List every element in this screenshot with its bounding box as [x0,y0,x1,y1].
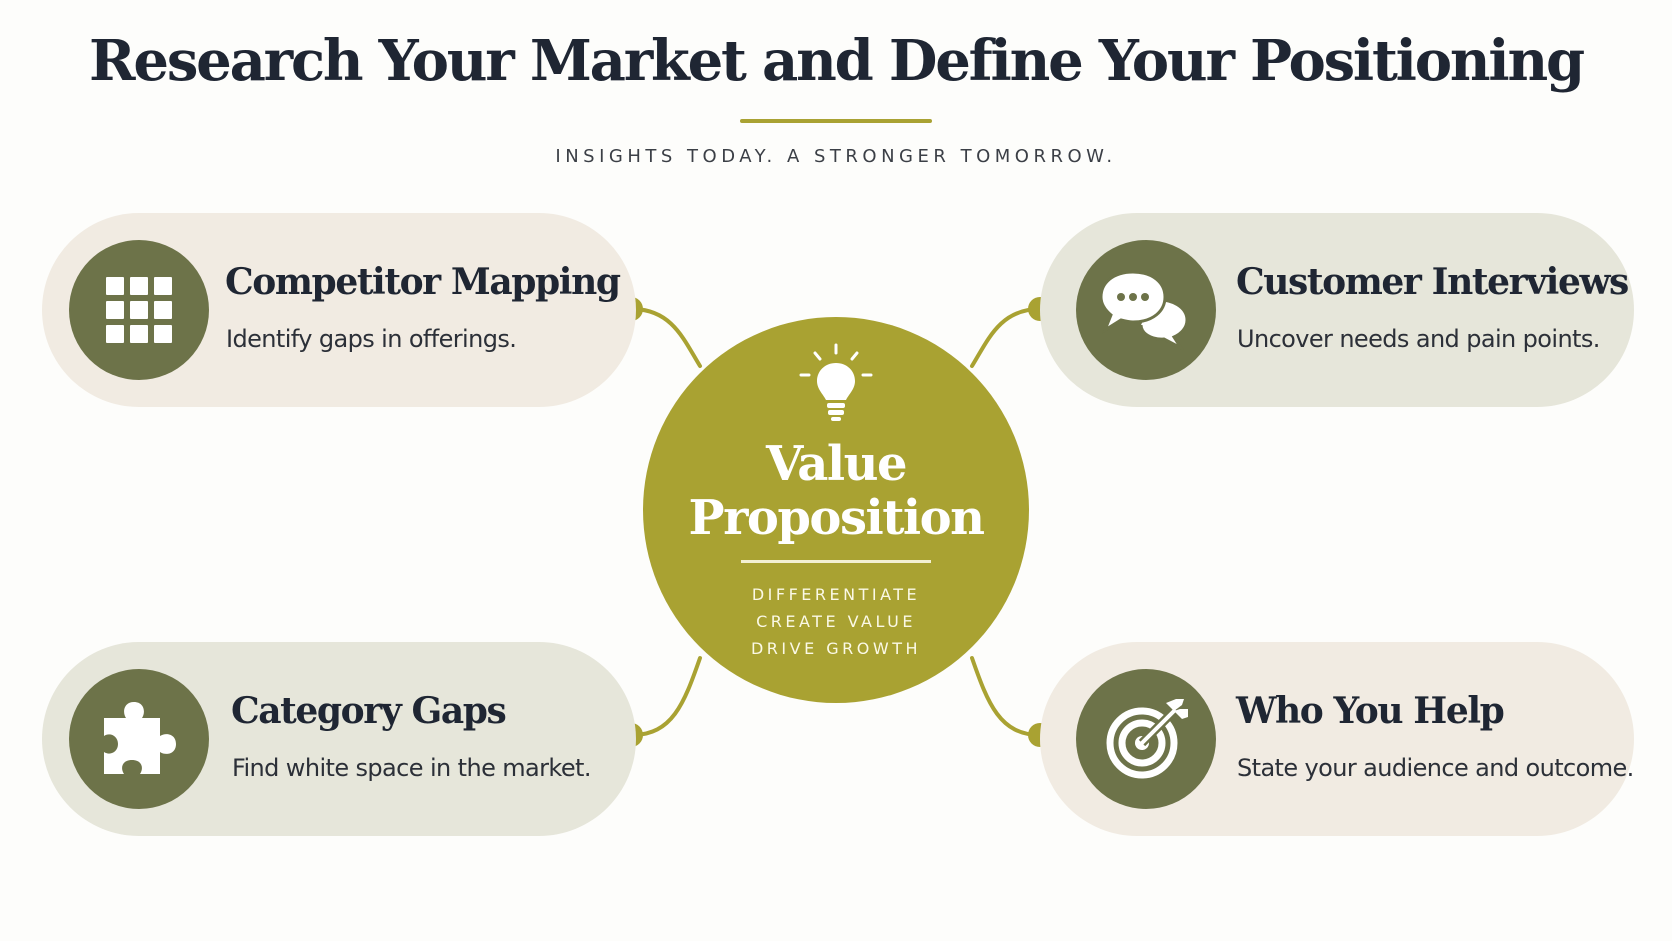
hub-tag: DRIVE GROWTH [750,639,922,658]
hub-tags: DIFFERENTIATE CREATE VALUE DRIVE GROWTH [643,581,1029,662]
card-competitor-mapping: Competitor Mapping Identify gaps in offe… [42,213,636,407]
connector-top-right [970,307,1042,368]
hub-divider [741,560,931,563]
hub-title-line1: Value [765,436,908,492]
hub-title-line2: Proposition [688,490,985,546]
connector-bottom-right [970,656,1042,737]
card-heading: Competitor Mapping [225,261,621,303]
title-underline [740,119,932,123]
card-description: Identify gaps in offerings. [226,325,517,353]
value-proposition-hub: Value Proposition DIFFERENTIATE CREATE V… [643,317,1029,703]
connector-bottom-left [630,656,702,737]
card-description: State your audience and outcome. [1237,754,1634,782]
target-icon [1076,669,1216,809]
hub-title: Value Proposition [643,437,1029,545]
grid-icon [69,240,209,380]
card-customer-interviews: Customer Interviews Uncover needs and pa… [1040,213,1634,407]
card-description: Uncover needs and pain points. [1237,325,1600,353]
card-heading: Category Gaps [231,690,507,732]
hub-tag: CREATE VALUE [756,612,916,631]
card-who-you-help: Who You Help State your audience and out… [1040,642,1634,836]
hub-tag: DIFFERENTIATE [751,585,921,604]
page-subtitle: INSIGHTS TODAY. A STRONGER TOMORROW. [555,146,1117,167]
card-heading: Customer Interviews [1236,261,1629,303]
card-description: Find white space in the market. [232,754,591,782]
card-category-gaps: Category Gaps Find white space in the ma… [42,642,636,836]
chat-bubbles-icon [1076,240,1216,380]
puzzle-piece-icon [69,669,209,809]
page-title: Research Your Market and Define Your Pos… [89,28,1585,94]
connector-top-left [630,307,702,368]
lightbulb-icon [799,343,873,421]
card-heading: Who You Help [1236,690,1505,732]
